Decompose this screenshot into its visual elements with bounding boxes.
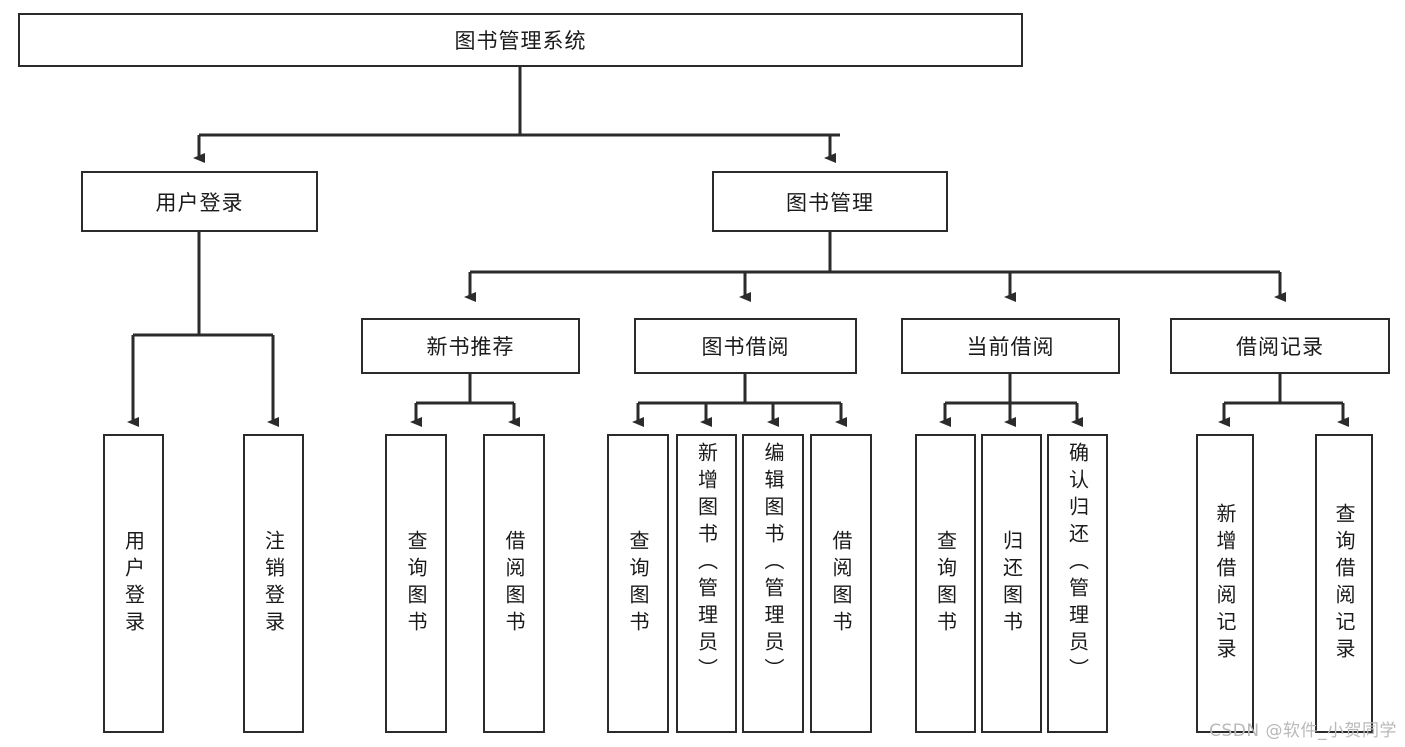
node-label: 查询图书 xyxy=(626,529,650,638)
node-label: 确认归还（管理员） xyxy=(1065,442,1090,685)
node-label: 新书推荐 xyxy=(426,335,515,359)
leaf-add-borrow-record[interactable]: 新增借阅记录 xyxy=(1196,434,1254,733)
node-label: 用户登录 xyxy=(121,529,146,638)
node-label: 编辑图书（管理员） xyxy=(761,442,785,685)
leaf-query-book-borrow[interactable]: 查询图书 xyxy=(607,434,669,733)
leaf-logout-login[interactable]: 注销登录 xyxy=(243,434,304,733)
leaf-borrow-book-recommend[interactable]: 借阅图书 xyxy=(483,434,545,733)
node-label: 用户登录 xyxy=(155,190,244,215)
leaf-query-book-recommend[interactable]: 查询图书 xyxy=(385,434,447,733)
node-label: 新增图书（管理员） xyxy=(694,442,719,685)
node-current-borrow[interactable]: 当前借阅 xyxy=(901,318,1120,374)
node-book-management[interactable]: 图书管理 xyxy=(712,171,948,232)
node-label: 图书管理系统 xyxy=(454,29,587,53)
node-label: 查询借阅记录 xyxy=(1332,502,1356,665)
leaf-edit-book-admin[interactable]: 编辑图书（管理员） xyxy=(742,434,804,733)
leaf-borrow-book[interactable]: 借阅图书 xyxy=(810,434,872,733)
node-label: 借阅图书 xyxy=(829,529,853,638)
node-label: 新增借阅记录 xyxy=(1213,502,1237,665)
node-label: 查询图书 xyxy=(404,529,428,638)
node-label: 借阅记录 xyxy=(1236,335,1324,359)
node-label: 注销登录 xyxy=(261,529,286,638)
node-book-borrow[interactable]: 图书借阅 xyxy=(634,318,857,374)
leaf-return-book[interactable]: 归还图书 xyxy=(981,434,1042,733)
node-user-login[interactable]: 用户登录 xyxy=(81,171,318,232)
leaf-add-book-admin[interactable]: 新增图书（管理员） xyxy=(676,434,737,733)
node-new-book-recommend[interactable]: 新书推荐 xyxy=(361,318,580,374)
node-borrow-record[interactable]: 借阅记录 xyxy=(1170,318,1390,374)
watermark-csdn: CSDN @软件_小贺同学 xyxy=(1209,721,1397,741)
node-label: 查询图书 xyxy=(933,529,958,638)
node-label: 当前借阅 xyxy=(966,335,1055,359)
node-label: 借阅图书 xyxy=(502,529,526,638)
leaf-query-borrow-record[interactable]: 查询借阅记录 xyxy=(1315,434,1373,733)
leaf-confirm-return-admin[interactable]: 确认归还（管理员） xyxy=(1047,434,1108,733)
leaf-query-book-current[interactable]: 查询图书 xyxy=(915,434,976,733)
node-label: 归还图书 xyxy=(999,529,1024,638)
node-root-system[interactable]: 图书管理系统 xyxy=(18,13,1023,67)
node-label: 图书借阅 xyxy=(701,335,790,359)
node-label: 图书管理 xyxy=(786,190,874,215)
leaf-user-login[interactable]: 用户登录 xyxy=(103,434,164,733)
